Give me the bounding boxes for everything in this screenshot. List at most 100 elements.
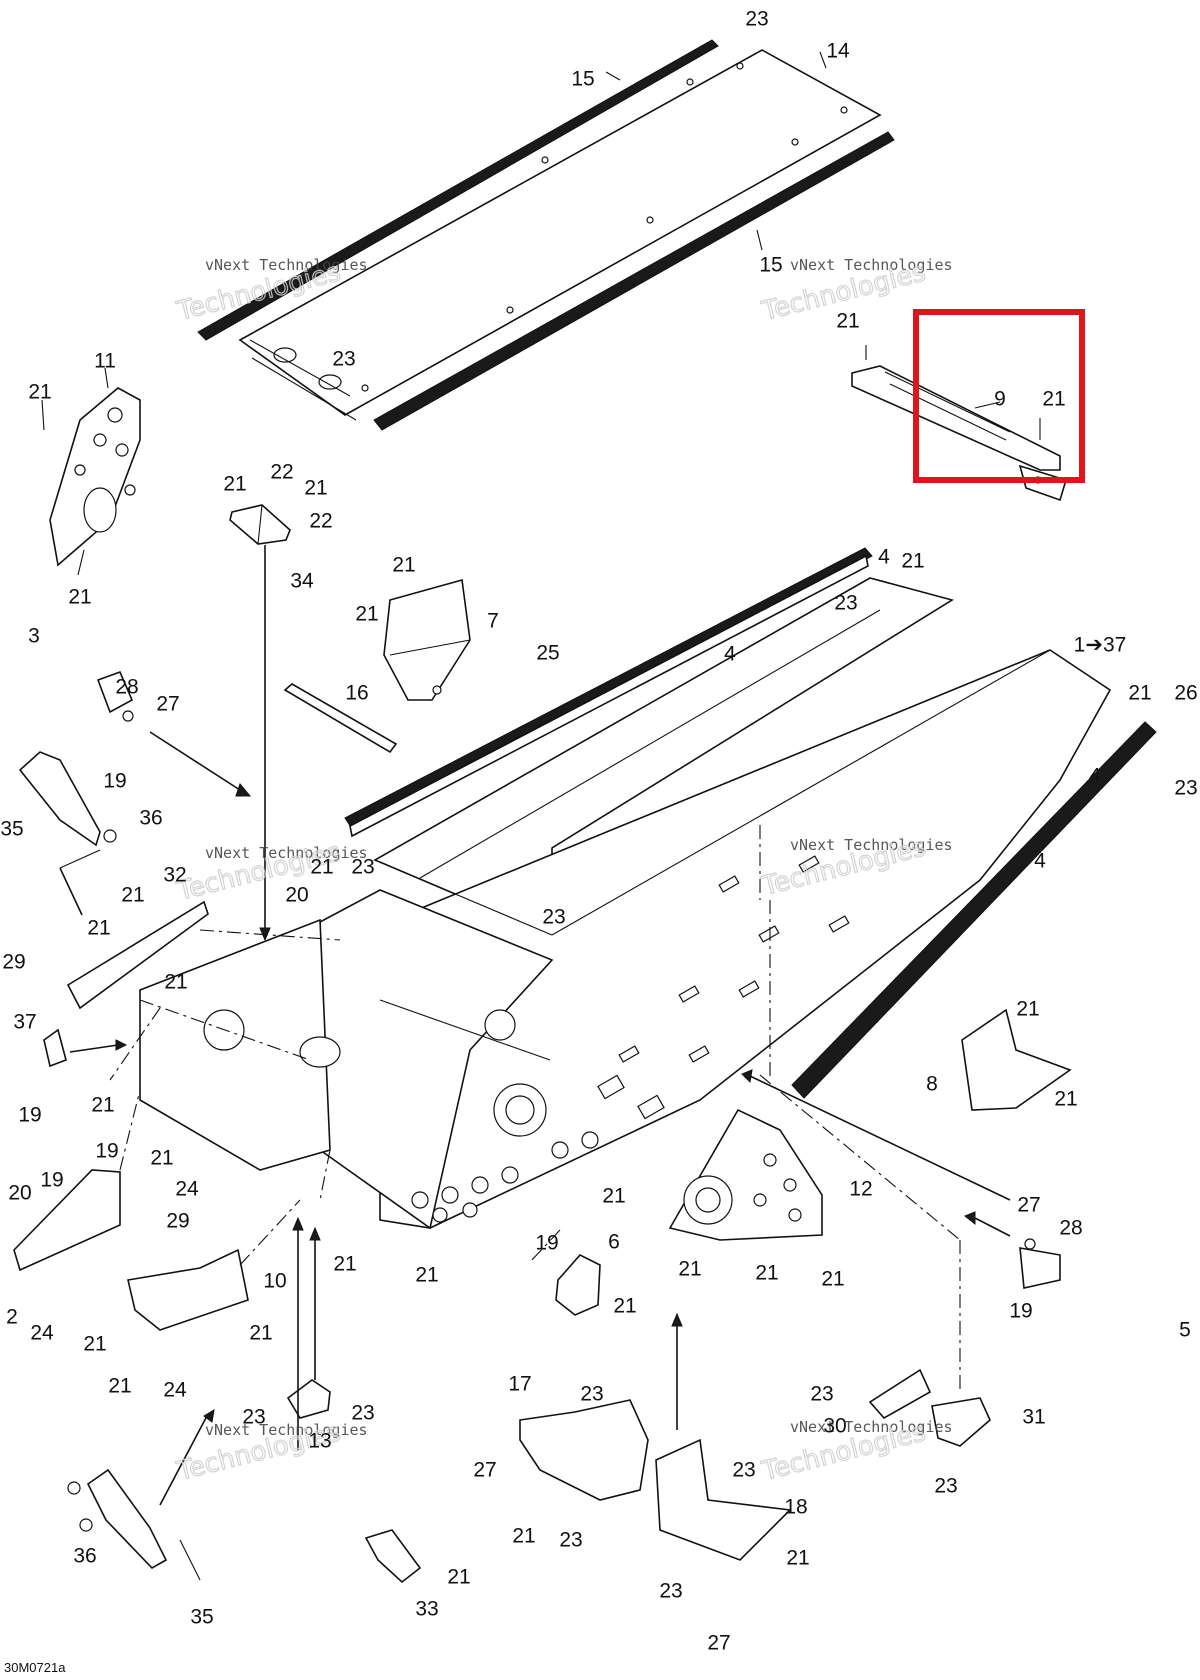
callout-29-57: 29	[166, 1210, 189, 1233]
callout-11-6: 11	[94, 350, 116, 373]
callout-21-68: 21	[821, 1268, 844, 1291]
channel-32	[66, 900, 209, 1010]
callout-20-41: 20	[285, 884, 308, 907]
callout-19-70: 19	[1009, 1300, 1032, 1323]
callout-27-27: 27	[156, 693, 179, 716]
bracket-13	[286, 1379, 331, 1419]
tunnel-1	[139, 577, 1112, 1230]
callout-28-26: 28	[115, 676, 138, 699]
assembly-arrows	[292, 1069, 1011, 1450]
callout-19-52: 19	[95, 1140, 118, 1163]
callout-21-71: 21	[613, 1295, 636, 1318]
plate-11	[41, 367, 141, 576]
callout-19-55: 19	[40, 1169, 63, 1192]
callout-31-82: 31	[1022, 1406, 1045, 1429]
callout-4-39: 4	[1034, 850, 1046, 873]
callout-27-60: 27	[1017, 1194, 1040, 1217]
callout-21-12: 21	[304, 477, 327, 500]
svg-text:vNext Technologies: vNext Technologies	[205, 256, 368, 274]
bracket-18	[655, 1438, 792, 1561]
callout-23-80: 23	[580, 1383, 603, 1406]
callout-19-50: 19	[18, 1104, 41, 1127]
callout-35-97: 35	[190, 1606, 213, 1629]
callout-4-16: 4	[878, 546, 890, 569]
callout-32-36: 32	[163, 864, 186, 887]
svg-text:vNext Technologies: vNext Technologies	[205, 844, 368, 862]
callout-4-32: 4	[1089, 765, 1101, 788]
svg-text:vNext Technologies: vNext Technologies	[790, 256, 953, 274]
callout-21-53: 21	[150, 1147, 173, 1170]
callout-33-98: 33	[415, 1598, 438, 1621]
callout-5-76: 5	[1179, 1319, 1191, 1342]
callout-21-7: 21	[28, 381, 51, 404]
callout-23-18: 23	[834, 592, 857, 615]
callout-27-99: 27	[707, 1632, 730, 1655]
callout-24-56: 24	[175, 1178, 199, 1201]
callout-21-19: 21	[392, 554, 415, 577]
callout-15-3: 15	[759, 254, 782, 277]
callout-3-22: 3	[28, 625, 40, 648]
callout-8-48: 8	[926, 1073, 938, 1096]
bracket-9	[851, 309, 1085, 502]
callout-19-31: 19	[103, 770, 126, 793]
callout-28-61: 28	[1059, 1217, 1082, 1240]
callout-17-79: 17	[508, 1373, 531, 1396]
brace-35	[18, 751, 117, 916]
callout-25-23: 25	[536, 642, 559, 665]
callout-21-29: 21	[1128, 682, 1151, 705]
rail-25-face	[349, 554, 869, 838]
bracket-7	[383, 578, 471, 701]
callout-16-28: 16	[345, 682, 368, 705]
callout-21-20: 21	[355, 603, 378, 626]
bracket-6	[555, 1254, 601, 1316]
callout-36-35: 36	[139, 807, 162, 830]
bracket-17	[519, 1399, 649, 1501]
callout-23-89: 23	[934, 1475, 957, 1498]
callout-35-34: 35	[0, 818, 23, 841]
callout-21-77: 21	[108, 1375, 131, 1398]
bracket-31	[931, 1397, 991, 1447]
callout-23-83: 23	[242, 1406, 265, 1429]
handle-3	[36, 670, 252, 797]
callout-21-15: 21	[68, 586, 91, 609]
callout-29-44: 29	[2, 951, 25, 974]
callout-22-13: 22	[309, 510, 332, 533]
callout-21-51: 21	[91, 1094, 114, 1117]
callout-9-8: 9	[994, 388, 1006, 411]
bracket-8	[961, 1008, 1072, 1111]
callout-13-85: 13	[308, 1430, 331, 1453]
callout-34-14: 34	[290, 570, 314, 593]
bracket-2	[13, 1169, 121, 1272]
callout-23-33: 23	[1174, 777, 1197, 800]
callout-21-91: 21	[512, 1525, 535, 1548]
rail-26	[791, 721, 1157, 1099]
callout-21-66: 21	[678, 1258, 701, 1281]
svg-text:vNext Technologies: vNext Technologies	[790, 1418, 953, 1436]
callout-23-88: 23	[732, 1459, 755, 1482]
callout-24-78: 24	[163, 1379, 187, 1402]
leader-lines	[109, 825, 961, 1390]
callout-20-54: 20	[8, 1182, 31, 1205]
callout-21-46: 21	[1016, 998, 1039, 1021]
callout-21-65: 21	[415, 1264, 438, 1287]
drawing-code: 30M0721a	[4, 1660, 66, 1675]
callout-23-0: 23	[745, 8, 768, 31]
callout-2-72: 2	[6, 1306, 18, 1329]
callout-26-30: 26	[1174, 682, 1197, 705]
callout-21-74: 21	[83, 1333, 106, 1356]
plate-12	[668, 1108, 823, 1241]
callout-36-94: 36	[73, 1545, 96, 1568]
highlight-box	[913, 309, 1085, 483]
handle-5	[964, 1211, 1162, 1381]
svg-text:vNext Technologies: vNext Technologies	[790, 836, 953, 854]
callout-23-92: 23	[559, 1529, 582, 1552]
callout-23-5: 23	[332, 348, 355, 371]
callout-30-86: 30	[823, 1415, 846, 1438]
callout-37-47: 37	[13, 1011, 36, 1034]
callout-1-37-24: 1➔37	[1074, 634, 1127, 657]
callout-21-9: 21	[1042, 388, 1065, 411]
callout-21-17: 21	[901, 550, 924, 573]
callout-21-93: 21	[786, 1547, 809, 1570]
brace-35-lower	[67, 1409, 215, 1581]
